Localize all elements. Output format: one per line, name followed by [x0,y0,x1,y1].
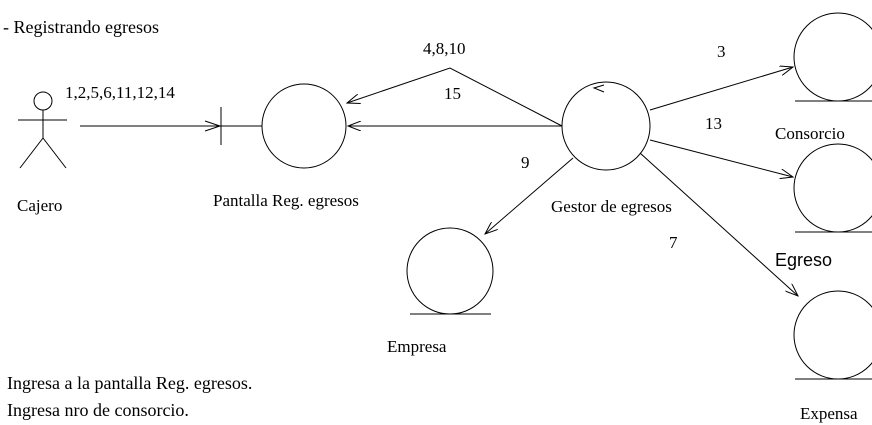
message-label-4-8-10: 4,8,10 [423,39,466,58]
control-object [561,81,651,171]
message-9 [485,157,574,234]
control-label: Gestor de egresos [551,197,672,216]
actor-boundary-arrowhead [204,120,222,132]
boundary-object [220,83,347,169]
message-4-8-10 [347,67,563,127]
diagram-title: - Registrando egresos [3,17,159,37]
boundary-label: Pantalla Reg. egresos [213,191,359,210]
message-13 [649,139,793,177]
entity-consorcio-label: Consorcio [775,124,845,143]
message-label-15: 15 [444,84,461,103]
entity-consorcio [793,12,872,102]
entity-empresa-label: Empresa [387,337,447,356]
step-item: Ingresa nro de consorcio. [7,400,189,420]
message-label-3: 3 [717,42,726,61]
message-label-7: 7 [669,233,678,252]
step-item: Ingresa a la pantalla Reg. egresos. [7,373,253,393]
entity-egreso [793,143,872,233]
actor-label: Cajero [17,196,63,215]
message-label-9: 9 [521,153,530,172]
entity-expensa-label: Expensa [800,404,858,423]
entity-egreso-label: Egreso [775,250,833,270]
entity-empresa [406,227,494,315]
actor-figure [18,91,67,169]
message-label-actor-boundary: 1,2,5,6,11,12,14 [65,83,175,102]
message-3 [649,67,793,111]
message-label-13: 13 [705,114,722,133]
entity-expensa [793,290,872,380]
message-7 [639,152,798,296]
